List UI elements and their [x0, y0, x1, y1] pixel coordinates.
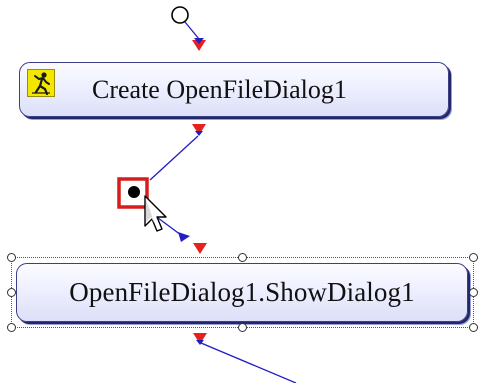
activity-showdialog[interactable]: OpenFileDialog1.ShowDialog1: [16, 263, 468, 322]
connector-start-to-create[interactable]: [184, 21, 200, 40]
resize-handle-top-center[interactable]: [238, 253, 247, 262]
output-port-arrow-show[interactable]: [193, 333, 207, 344]
resize-handle-middle-left[interactable]: [7, 288, 16, 297]
mouse-pointer-icon: [144, 195, 167, 232]
connector-create-to-waypoint[interactable]: [149, 135, 199, 181]
resize-handle-top-right[interactable]: [469, 253, 478, 262]
start-node[interactable]: [171, 6, 189, 24]
connector-waypoint[interactable]: [128, 186, 140, 198]
resize-handle-top-left[interactable]: [7, 253, 16, 262]
input-port-arrow-create[interactable]: [192, 40, 206, 51]
connector-arrowhead: [178, 232, 190, 242]
output-port-arrow-create[interactable]: [192, 124, 206, 135]
resize-handle-bottom-center[interactable]: [238, 323, 247, 332]
activity-label: Create OpenFileDialog1: [92, 75, 347, 104]
input-port-arrow-show[interactable]: [193, 243, 207, 254]
output-port-marker-create: [195, 131, 203, 136]
input-port-marker-create: [194, 38, 204, 44]
connector-waypoint-highlight[interactable]: [117, 177, 149, 209]
activity-figure-icon: [27, 69, 55, 97]
output-port-marker-show: [196, 340, 204, 345]
resize-handle-bottom-right[interactable]: [469, 323, 478, 332]
activity-create-openfiledialog[interactable]: Create OpenFileDialog1: [19, 62, 449, 117]
activity-label: OpenFileDialog1.ShowDialog1: [69, 277, 415, 307]
resize-handle-bottom-left[interactable]: [7, 323, 16, 332]
connector-show-outgoing[interactable]: [200, 342, 297, 383]
resize-handle-middle-right[interactable]: [469, 288, 478, 297]
